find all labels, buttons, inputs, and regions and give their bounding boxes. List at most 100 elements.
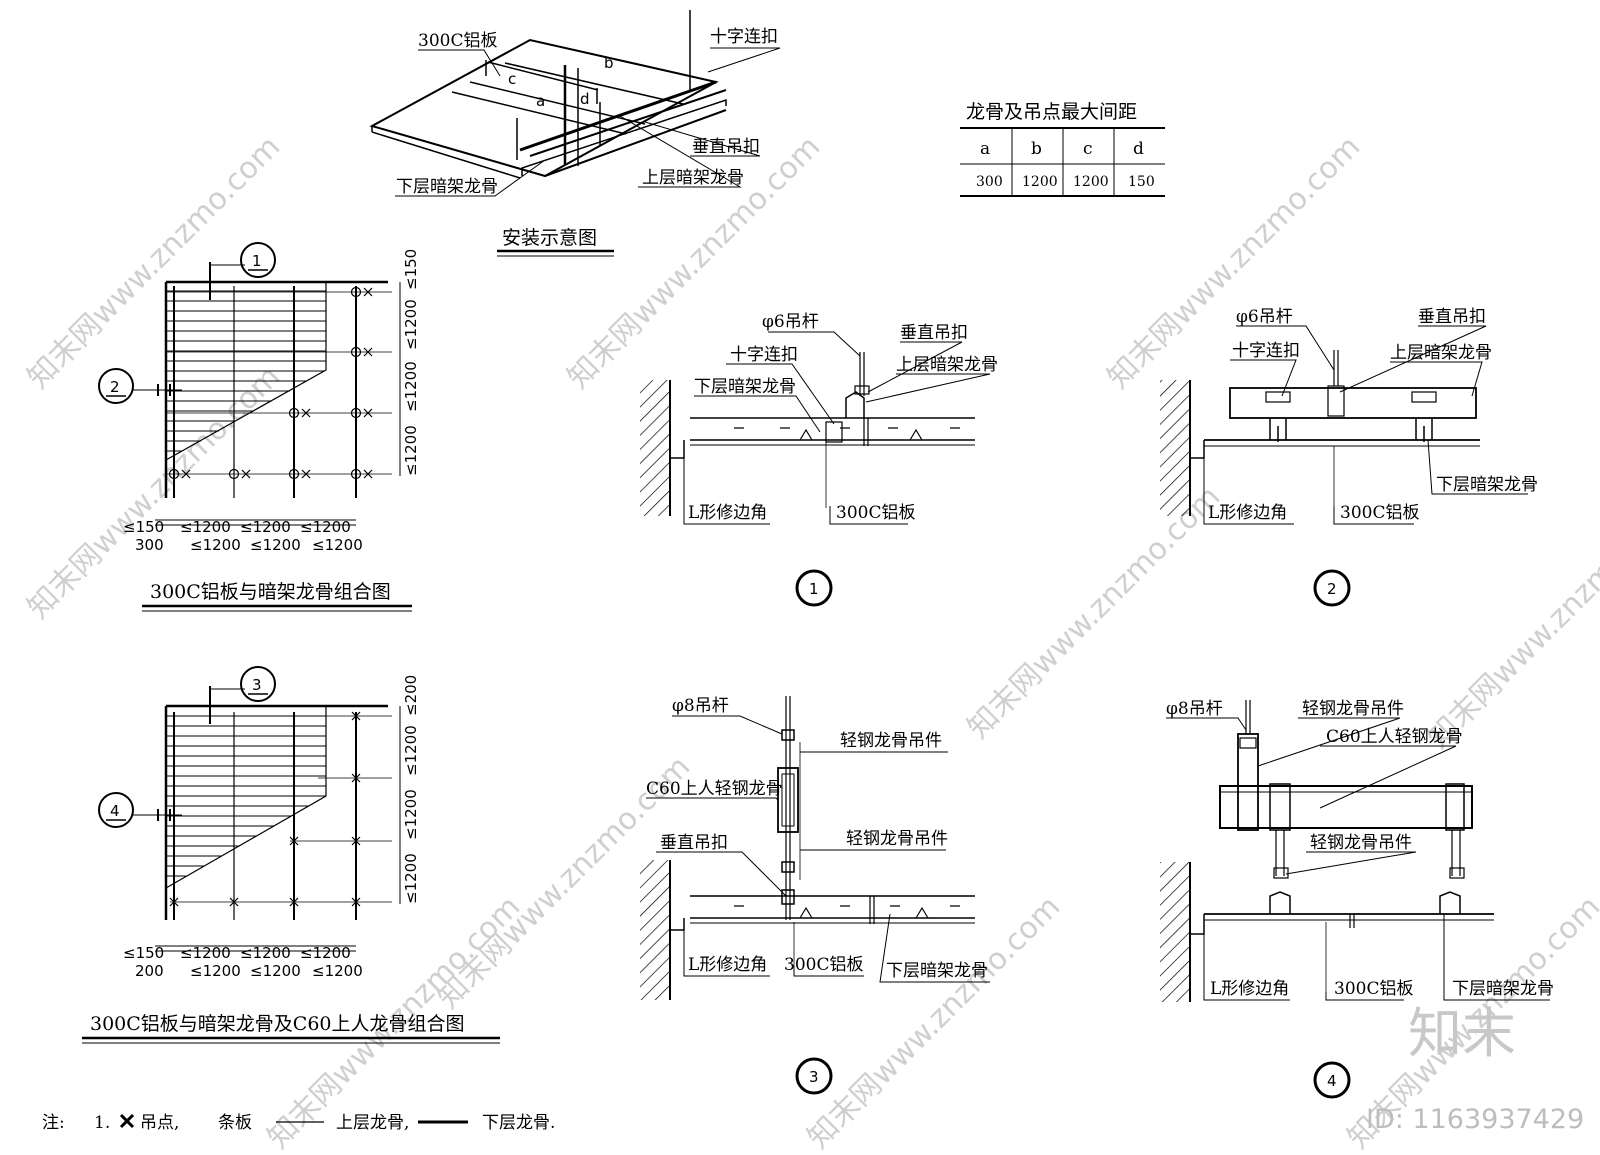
plan2-dim-bottom-2: ≤1200	[250, 962, 301, 980]
plan1-dim-bottom-1: ≤1200	[190, 536, 241, 554]
detail-4-marker	[1313, 1061, 1351, 1099]
watermark-text: 知末网www.znzmo.com	[21, 129, 287, 395]
d3-label-lower-keel: 下层暗架龙骨	[886, 961, 988, 981]
legend-hang-point: 吊点,	[140, 1113, 179, 1133]
watermark-text: 知末网www.znzmo.com	[801, 889, 1067, 1155]
plan1-dim-top-2: ≤1200	[240, 518, 291, 536]
table-header-b: b	[1031, 139, 1042, 159]
plan1-dim-right-3: ≤1200	[402, 425, 420, 476]
install-dim-b: b	[604, 54, 614, 72]
plan2-marker-3-label: 3	[252, 676, 262, 694]
plan1-marker-2-label: 2	[110, 378, 120, 396]
plan1-dim-bottom-2: ≤1200	[250, 536, 301, 554]
legend-upper-keel: 上层龙骨,	[336, 1113, 409, 1133]
plan1-dim-right-2: ≤1200	[402, 361, 420, 412]
plan1-dim-top-3: ≤1200	[300, 518, 351, 536]
plan1-marker-1-label: 1	[252, 252, 262, 270]
table-value-b: 1200	[1022, 174, 1058, 190]
watermark-id: ID: 1163937429	[1366, 1104, 1584, 1135]
d3-label-panel: 300C铝板	[784, 955, 863, 975]
install-dim-a: a	[536, 92, 545, 110]
plan1-dim-right-1: ≤1200	[402, 299, 420, 350]
plan1-title: 300C铝板与暗架龙骨组合图	[150, 581, 391, 603]
d3-label-vertical-clip: 垂直吊扣	[660, 833, 728, 853]
d4-label-hanger-top: 轻钢龙骨吊件	[1302, 699, 1404, 719]
plan1-dim-bottom-3: ≤1200	[312, 536, 363, 554]
install-dim-d: d	[580, 90, 590, 108]
legend-strip: 条板	[218, 1113, 252, 1133]
install-label-lower-keel: 下层暗架龙骨	[396, 177, 498, 197]
install-dim-c: c	[508, 70, 516, 88]
d2-label-upper-keel: 上层暗架龙骨	[1390, 343, 1492, 363]
detail-2-marker	[1313, 569, 1351, 607]
detail-3-marker	[795, 1057, 833, 1095]
detail-4-leaders	[1166, 717, 1550, 1001]
d1-label-rod: φ6吊杆	[762, 312, 819, 332]
detail-1-leaders	[683, 331, 991, 525]
table-header-c: c	[1083, 139, 1093, 159]
d2-label-panel: 300C铝板	[1340, 503, 1419, 523]
plan2-dim-right-3: ≤1200	[402, 853, 420, 904]
installation-leaders	[395, 47, 781, 197]
plan2-dim-right-1: ≤1200	[402, 725, 420, 776]
detail-1-marker	[795, 569, 833, 607]
plan1-dim-top-0: ≤150	[123, 518, 164, 536]
d3-label-trim: L形修边角	[688, 955, 767, 975]
d4-label-panel: 300C铝板	[1334, 979, 1413, 999]
spacing-table-title: 龙骨及吊点最大间距	[966, 101, 1137, 123]
d4-label-trim: L形修边角	[1210, 979, 1289, 999]
table-value-d: 150	[1128, 174, 1155, 190]
install-label-upper-keel: 上层暗架龙骨	[642, 168, 744, 188]
plan1-dim-top-1: ≤1200	[180, 518, 231, 536]
table-value-c: 1200	[1073, 174, 1109, 190]
d4-label-rod: φ8吊杆	[1166, 699, 1223, 719]
hang-point-icon	[119, 1113, 135, 1129]
detail-4-number: 4	[1327, 1072, 1337, 1090]
table-header-a: a	[980, 139, 990, 159]
plan2-title: 300C铝板与暗架龙骨及C60上人龙骨组合图	[90, 1013, 465, 1035]
d4-label-c60: C60上人轻钢龙骨	[1326, 727, 1463, 747]
legend-note: 注:	[42, 1113, 65, 1133]
d2-label-vertical-clip: 垂直吊扣	[1418, 307, 1486, 327]
plan2-dim-top-1: ≤1200	[180, 944, 231, 962]
plan2-marker-4-label: 4	[110, 802, 120, 820]
d3-label-rod: φ8吊杆	[672, 696, 729, 716]
detail-3-number: 3	[809, 1068, 819, 1086]
detail-2-drawing	[1160, 350, 1480, 516]
d2-label-rod: φ6吊杆	[1236, 307, 1293, 327]
table-header-d: d	[1133, 139, 1144, 159]
table-value-a: 300	[976, 174, 1003, 190]
legend-lower-keel: 下层龙骨.	[482, 1113, 555, 1133]
detail-1-number: 1	[809, 580, 819, 598]
install-label-cross-clip: 十字连扣	[710, 27, 778, 47]
d1-label-upper-keel: 上层暗架龙骨	[896, 355, 998, 375]
detail-2-leaders	[1203, 325, 1528, 525]
d4-label-hanger-bottom: 轻钢龙骨吊件	[1310, 833, 1412, 853]
d4-label-lower-keel: 下层暗架龙骨	[1452, 979, 1554, 999]
install-label-vertical-clip: 垂直吊扣	[692, 137, 760, 157]
watermark-logo: 知末	[1408, 1002, 1516, 1065]
plan1-dim-right-0: ≤150	[402, 249, 420, 290]
detail-4-drawing	[1160, 700, 1494, 1002]
plan-2-drawing	[98, 666, 401, 952]
d3-label-c60: C60上人轻钢龙骨	[646, 779, 783, 799]
d1-label-cross-clip: 十字连扣	[730, 345, 798, 365]
detail-2-number: 2	[1327, 580, 1337, 598]
plan2-dim-bottom-3: ≤1200	[312, 962, 363, 980]
d1-label-trim: L形修边角	[688, 503, 767, 523]
installation-view	[369, 10, 727, 179]
detail-3-drawing	[640, 696, 975, 1000]
plan2-dim-right-0: ≤200	[402, 675, 420, 716]
install-view-title: 安装示意图	[502, 227, 597, 249]
legend-item-number: 1.	[94, 1113, 110, 1133]
plan2-dim-bottom-1: ≤1200	[190, 962, 241, 980]
d3-label-hanger-top: 轻钢龙骨吊件	[840, 731, 942, 751]
plan2-dim-bottom-0: 200	[135, 962, 164, 980]
d2-label-trim: L形修边角	[1208, 503, 1287, 523]
detail-1-drawing	[640, 352, 975, 516]
plan2-dim-right-2: ≤1200	[402, 789, 420, 840]
install-label-panel: 300C铝板	[418, 31, 497, 51]
d1-label-vertical-clip: 垂直吊扣	[900, 323, 968, 343]
spacing-table	[960, 127, 1165, 197]
